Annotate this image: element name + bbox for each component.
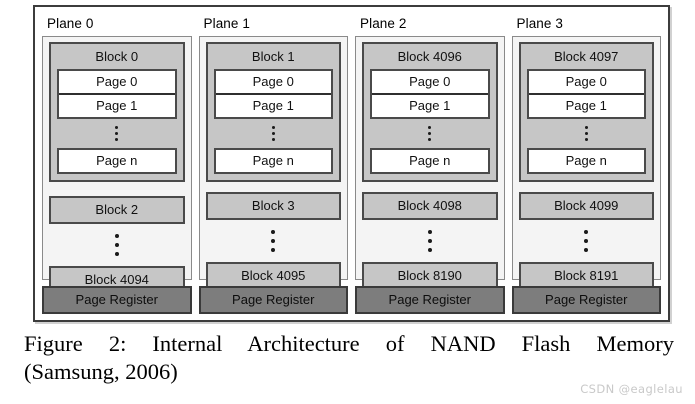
plane-3-page-register: Page Register: [511, 286, 661, 314]
plane-1: Plane 1 Block 1 Page 0 Page 1 Page n Blo…: [198, 13, 348, 314]
plane-1-pages-ellipsis-icon: [214, 119, 334, 148]
plane-0-block-title: Block 0: [95, 48, 139, 64]
plane-3-page-stack: Page 0 Page 1: [526, 68, 646, 119]
plane-1-label: Plane 1: [203, 16, 250, 31]
plane-3-page-0: Page 0: [528, 70, 644, 93]
plane-2-block-title: Block 4096: [397, 48, 462, 64]
plane-2-pages-ellipsis-icon: [370, 119, 490, 148]
csdn-watermark: CSDN @eaglelau: [580, 382, 683, 396]
plane-3-blocks-ellipsis-icon: [519, 220, 655, 262]
plane-2-blocks-ellipsis-icon: [362, 220, 498, 262]
plane-2-body: Block 4096 Page 0 Page 1 Page n Block 40…: [355, 35, 505, 290]
plane-2-page-n: Page n: [370, 147, 490, 174]
plane-3-page-1: Page 1: [528, 92, 644, 117]
plane-2-page-0: Page 0: [372, 70, 488, 93]
plane-0-page-0: Page 0: [59, 70, 175, 93]
plane-0-pages-ellipsis-icon: [57, 119, 177, 148]
figure-caption-line-1: Figure 2: Internal Architecture of NAND …: [24, 331, 674, 356]
plane-2: Plane 2 Block 4096 Page 0 Page 1 Page n …: [355, 13, 505, 314]
plane-0-page-1: Page 1: [59, 92, 175, 117]
plane-0-block-2: Block 2: [49, 195, 185, 224]
plane-2-page-1: Page 1: [372, 92, 488, 117]
plane-0-body: Block 0 Page 0 Page 1 Page n Block 2 Blo…: [42, 35, 192, 294]
nand-flash-architecture-diagram: Plane 0 Block 0 Page 0 Page 1 Page n Blo…: [33, 5, 670, 322]
plane-0-expanded-block: Block 0 Page 0 Page 1 Page n: [49, 41, 185, 182]
plane-1-block-3: Block 3: [205, 191, 341, 220]
plane-1-page-0: Page 0: [215, 70, 331, 93]
figure-caption-line-2: (Samsung, 2006): [24, 358, 178, 384]
plane-0-page-register: Page Register: [42, 286, 192, 314]
plane-2-expanded-block: Block 4096 Page 0 Page 1 Page n: [362, 41, 498, 182]
plane-0: Plane 0 Block 0 Page 0 Page 1 Page n Blo…: [42, 13, 192, 314]
plane-0-blocks-ellipsis-icon: [49, 224, 185, 266]
plane-1-page-n: Page n: [213, 147, 333, 174]
plane-2-block-8190: Block 8190: [362, 261, 498, 290]
plane-1-page-1: Page 1: [215, 92, 331, 117]
plane-2-block-4098: Block 4098: [362, 191, 498, 220]
plane-3-page-n: Page n: [526, 147, 646, 174]
plane-3: Plane 3 Block 4097 Page 0 Page 1 Page n …: [511, 13, 661, 314]
plane-3-block-title: Block 4097: [554, 48, 619, 64]
plane-1-expanded-block: Block 1 Page 0 Page 1 Page n: [205, 41, 341, 182]
plane-1-block-title: Block 1: [251, 48, 295, 64]
plane-1-page-register: Page Register: [198, 286, 348, 314]
plane-3-block-4099: Block 4099: [518, 191, 654, 220]
plane-3-expanded-block: Block 4097 Page 0 Page 1 Page n: [518, 41, 654, 182]
plane-3-body: Block 4097 Page 0 Page 1 Page n Block 40…: [511, 35, 661, 290]
plane-3-label: Plane 3: [516, 16, 563, 31]
figure-caption: Figure 2: Internal Architecture of NAND …: [24, 330, 674, 385]
plane-0-label: Plane 0: [47, 16, 94, 31]
planes-row: Plane 0 Block 0 Page 0 Page 1 Page n Blo…: [42, 13, 661, 314]
plane-2-page-register: Page Register: [355, 286, 505, 314]
plane-2-page-stack: Page 0 Page 1: [370, 68, 490, 119]
plane-0-page-stack: Page 0 Page 1: [57, 68, 177, 119]
plane-0-page-n: Page n: [57, 147, 177, 174]
plane-3-pages-ellipsis-icon: [527, 119, 647, 148]
plane-1-blocks-ellipsis-icon: [206, 220, 342, 262]
plane-1-page-stack: Page 0 Page 1: [213, 68, 333, 119]
plane-1-body: Block 1 Page 0 Page 1 Page n Block 3 Blo…: [198, 35, 348, 290]
plane-2-label: Plane 2: [360, 16, 407, 31]
